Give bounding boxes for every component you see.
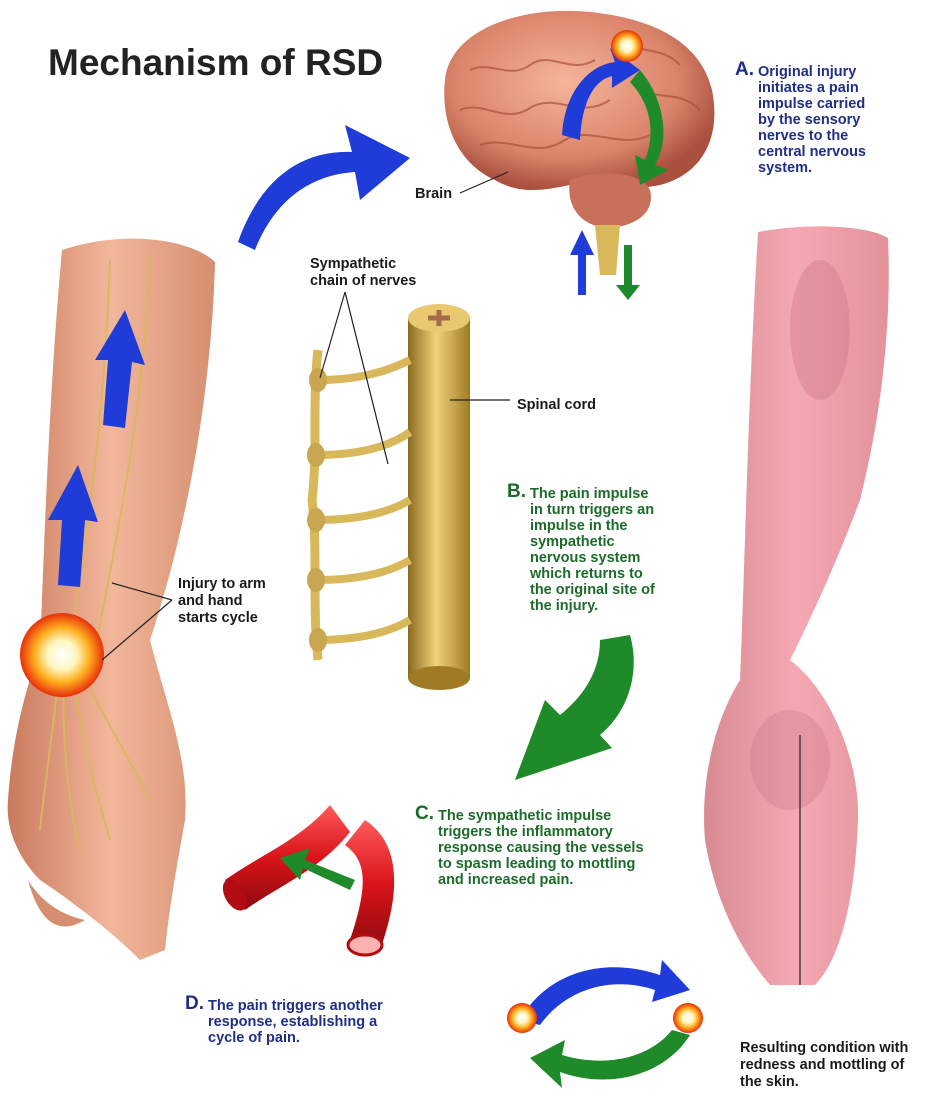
green-cycle-arrow — [530, 1030, 690, 1088]
brain-pain-glow — [611, 30, 643, 62]
green-small-down-arrow — [616, 245, 640, 300]
step-d: D.The pain triggers another response, es… — [185, 996, 383, 1046]
blue-curved-arrow — [238, 125, 410, 250]
spinal-cord-illustration — [307, 292, 510, 690]
brain-illustration — [444, 11, 714, 275]
step-d-text: The pain triggers another response, esta… — [208, 998, 383, 1046]
step-a-letter: A. — [735, 59, 754, 80]
resulting-condition-label: Resulting condition with redness and mot… — [740, 1040, 908, 1091]
spinal-cord-label: Spinal cord — [517, 397, 596, 414]
injury-label: Injury to arm and hand starts cycle — [178, 576, 266, 627]
cycle-glow-left — [507, 1003, 537, 1033]
right-arm-illustration — [704, 226, 889, 985]
step-c-text: The sympathetic impulse triggers the inf… — [438, 808, 644, 888]
step-c-letter: C. — [415, 803, 434, 824]
step-b-text: The pain impulse in turn triggers an imp… — [530, 486, 655, 614]
page-title: Mechanism of RSD — [48, 42, 383, 84]
blue-small-up-arrow — [570, 230, 594, 295]
brain-label: Brain — [415, 186, 452, 203]
step-b: B.The pain impulse in turn triggers an i… — [507, 484, 655, 614]
blue-cycle-arrow — [520, 960, 690, 1025]
cycle-glow-right — [673, 1003, 703, 1033]
green-large-arrow — [515, 635, 634, 780]
vessel-illustration — [218, 805, 394, 955]
injury-glow — [20, 613, 104, 697]
step-c: C.The sympathetic impulse triggers the i… — [415, 806, 644, 888]
sympathetic-chain-label: Sympathetic chain of nerves — [310, 256, 416, 290]
step-a: A.Original injury initiates a pain impul… — [735, 62, 866, 176]
step-d-letter: D. — [185, 993, 204, 1014]
step-a-text: Original injury initiates a pain impulse… — [758, 64, 866, 176]
step-b-letter: B. — [507, 481, 526, 502]
